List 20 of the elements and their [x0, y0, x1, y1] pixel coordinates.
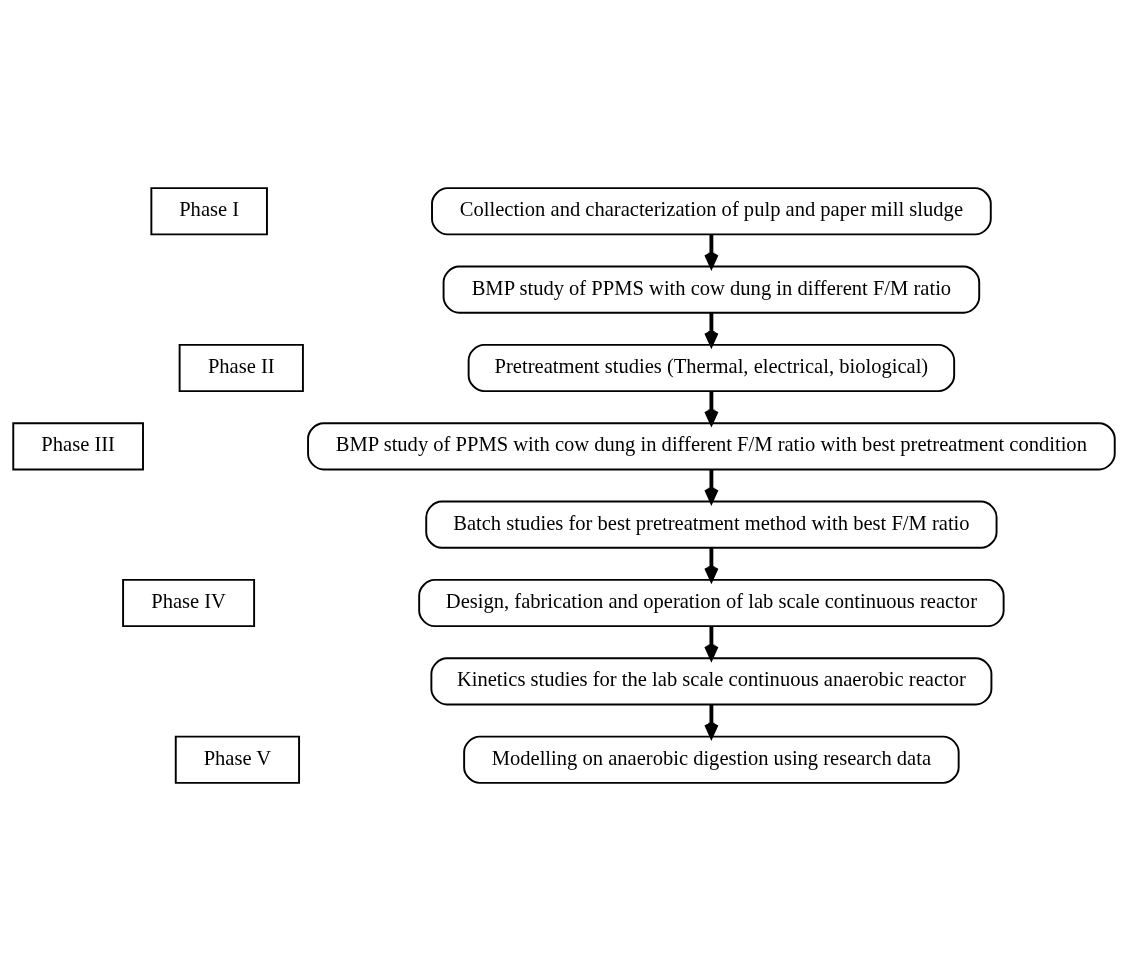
node-box: Pretreatment studies (Thermal, electrical, biological) [467, 343, 956, 393]
node-box: Phase V [174, 735, 301, 784]
node-box: BMP study of PPMS with cow dung in different F/M ratio [442, 265, 981, 314]
arrow [704, 312, 719, 347]
node-box: Modelling on anaerobic digestion using research data [463, 735, 960, 784]
node-box: Design, fabrication and operation of lab scale continuous reactor [418, 578, 1005, 628]
node-box: Phase I [150, 187, 268, 236]
arrow [704, 626, 719, 660]
node-box: BMP study of PPMS with cow dung in different F/M ratio with best pretreatment condition [307, 422, 1116, 471]
arrow [704, 547, 719, 582]
arrow [704, 234, 719, 269]
node-box: Collection and characterization of pulp and paper mill sludge [431, 187, 992, 236]
arrow [704, 469, 719, 504]
arrow [704, 391, 719, 425]
node-box: Kinetics studies for the lab scale continuous anaerobic reactor [430, 657, 993, 706]
node-box: Phase IV [122, 578, 256, 628]
node-box: Batch studies for best pretreatment method with best F/M ratio [425, 500, 998, 549]
arrow [704, 704, 719, 739]
node-box: Phase II [178, 343, 304, 393]
node-box: Phase III [12, 422, 144, 471]
